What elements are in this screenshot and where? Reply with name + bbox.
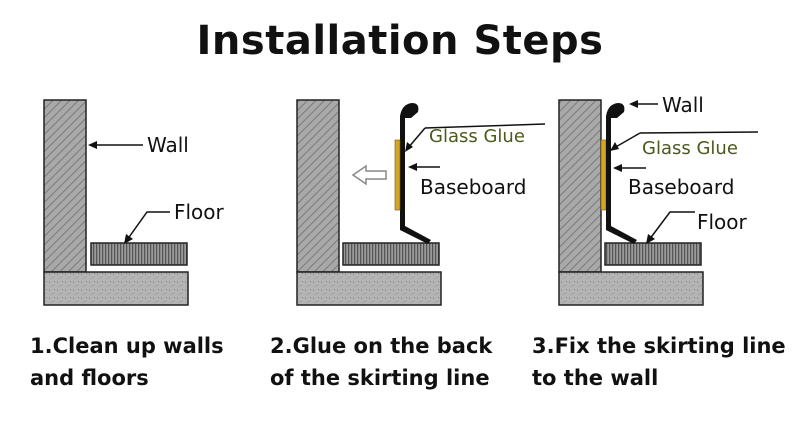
wall-pointer-arrow bbox=[629, 100, 658, 108]
step3-caption-line2: to the wall bbox=[532, 366, 659, 390]
step2-caption: 2.Glue on the back of the skirting line bbox=[270, 330, 492, 394]
baseboard-pointer-arrow bbox=[613, 164, 646, 172]
glue-pointer-arrow bbox=[405, 123, 546, 152]
step1-caption-line2: and floors bbox=[30, 366, 149, 390]
floor-pointer-arrow bbox=[124, 211, 170, 244]
wall-block bbox=[43, 99, 87, 273]
wall-pointer-arrow bbox=[88, 141, 143, 149]
step1-diagram: Wall Floor bbox=[43, 99, 225, 306]
wall-block bbox=[558, 99, 602, 273]
glue-label: Glass Glue bbox=[642, 138, 738, 159]
baseboard-label: Baseboard bbox=[420, 175, 526, 199]
floor-board bbox=[604, 242, 702, 266]
wall-label: Wall bbox=[662, 93, 704, 117]
move-left-arrow bbox=[351, 164, 387, 186]
step1-caption-line1: 1.Clean up walls bbox=[30, 334, 224, 358]
glue-strip bbox=[600, 139, 607, 211]
step2-caption-line2: of the skirting line bbox=[270, 366, 490, 390]
step3-caption: 3.Fix the skirting line to the wall bbox=[532, 330, 786, 394]
page-title: Installation Steps bbox=[196, 18, 604, 64]
baseboard-pointer-arrow bbox=[408, 163, 440, 171]
wall-label: Wall bbox=[147, 133, 189, 157]
floor-label: Floor bbox=[174, 200, 225, 224]
floor-base bbox=[43, 271, 189, 306]
glue-pointer-arrow bbox=[610, 131, 759, 151]
floor-board bbox=[342, 242, 440, 266]
floor-base bbox=[558, 271, 704, 306]
wall-block bbox=[296, 99, 340, 273]
baseboard-label: Baseboard bbox=[628, 175, 734, 199]
glue-label: Glass Glue bbox=[429, 126, 525, 147]
step2-diagram: Glass Glue Baseboard bbox=[296, 99, 546, 306]
floor-label: Floor bbox=[697, 210, 748, 234]
glue-strip bbox=[394, 139, 401, 211]
floor-pointer-arrow bbox=[646, 211, 695, 244]
step1-caption: 1.Clean up walls and floors bbox=[30, 330, 224, 394]
step3-caption-line1: 3.Fix the skirting line bbox=[532, 334, 786, 358]
step3-diagram: Wall Glass Glue Baseboard Floor bbox=[558, 93, 759, 306]
floor-board bbox=[90, 242, 188, 266]
skirting-profile bbox=[606, 103, 637, 244]
floor-base bbox=[296, 271, 442, 306]
step2-caption-line1: 2.Glue on the back bbox=[270, 334, 493, 358]
skirting-profile bbox=[400, 103, 431, 244]
